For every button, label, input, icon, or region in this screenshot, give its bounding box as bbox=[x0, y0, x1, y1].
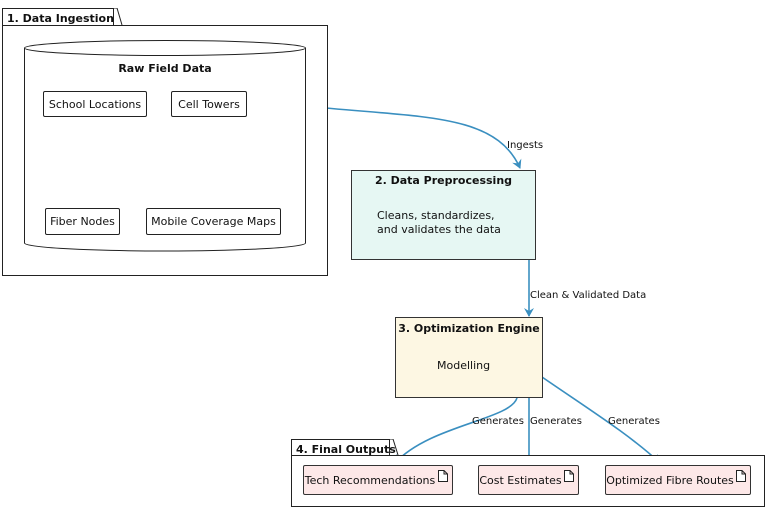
document-icon bbox=[438, 470, 448, 482]
ingestion-package-title: 1. Data Ingestion bbox=[7, 12, 114, 25]
optimized-fibre-routes-artifact: Optimized Fibre Routes bbox=[605, 465, 751, 495]
optimization-description: Modelling bbox=[437, 359, 491, 372]
edge-label-clean-validated: Clean & Validated Data bbox=[530, 290, 647, 301]
edge-generates-routes-arrow bbox=[541, 376, 661, 464]
outputs-package-tab: 4. Final Outputs bbox=[291, 439, 396, 456]
document-icon bbox=[736, 470, 746, 482]
ingestion-package-tab: 1. Data Ingestion bbox=[2, 8, 114, 26]
edge-ingests-arrow bbox=[304, 105, 522, 169]
school-locations-item: School Locations bbox=[43, 91, 147, 117]
edge-label-ingests: Ingests bbox=[507, 140, 544, 151]
tech-recommendations-label: Tech Recommendations bbox=[304, 473, 436, 487]
optimization-node: 3. Optimization Engine Modelling bbox=[395, 317, 543, 398]
cost-estimates-label: Cost Estimates bbox=[479, 473, 562, 487]
edge-label-generates-routes: Generates bbox=[608, 416, 660, 427]
preprocessing-description-line1: Cleans, standardizes, bbox=[377, 209, 495, 222]
tech-recommendations-artifact: Tech Recommendations bbox=[303, 465, 453, 495]
edge-label-generates-tech: Generates bbox=[472, 416, 524, 427]
database-title: Raw Field Data bbox=[118, 62, 212, 75]
optimization-title: 3. Optimization Engine bbox=[398, 322, 540, 335]
outputs-tab-slope bbox=[389, 439, 399, 456]
preprocessing-node: 2. Data Preprocessing Cleans, standardiz… bbox=[351, 170, 536, 260]
cost-estimates-artifact: Cost Estimates bbox=[478, 465, 579, 495]
fiber-nodes-item: Fiber Nodes bbox=[45, 208, 120, 235]
edge-label-generates-cost: Generates bbox=[530, 416, 582, 427]
mobile-coverage-maps-item: Mobile Coverage Maps bbox=[146, 208, 281, 235]
optimized-fibre-routes-label: Optimized Fibre Routes bbox=[606, 473, 734, 487]
preprocessing-description-line2: and validates the data bbox=[377, 223, 501, 236]
ingestion-tab-slope bbox=[113, 8, 123, 26]
outputs-package-title: 4. Final Outputs bbox=[296, 443, 396, 456]
cell-towers-item: Cell Towers bbox=[171, 91, 247, 117]
document-icon bbox=[564, 470, 574, 482]
edge-generates-tech-arrow bbox=[394, 397, 518, 464]
preprocessing-title: 2. Data Preprocessing bbox=[374, 174, 513, 187]
